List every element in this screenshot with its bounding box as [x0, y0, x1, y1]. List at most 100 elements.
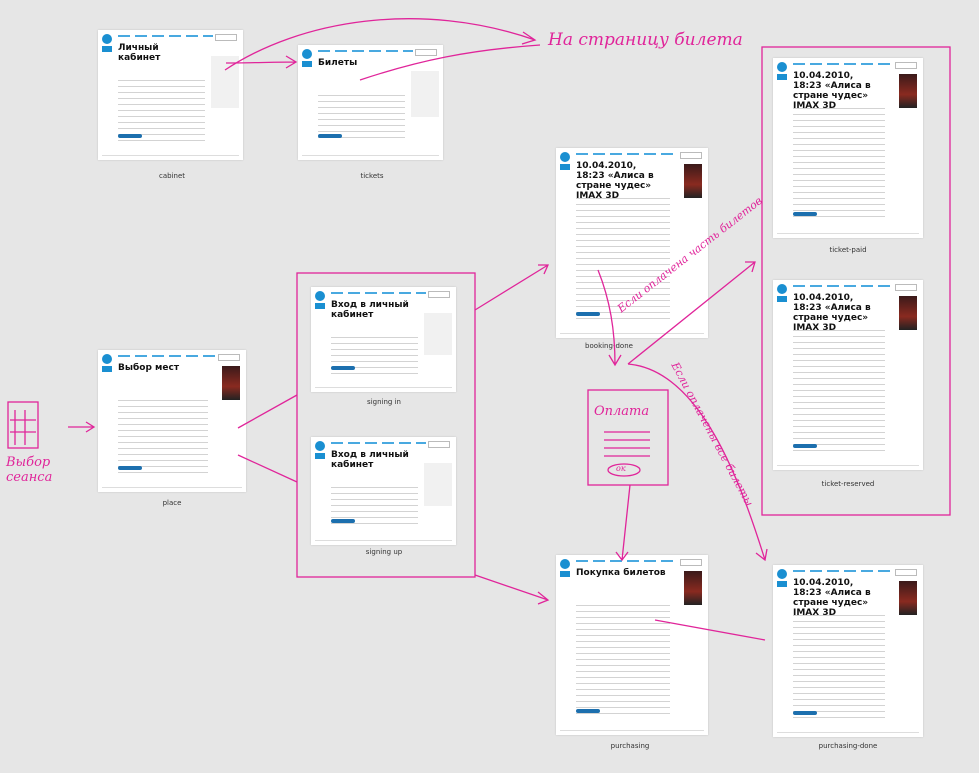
- nav-menu[interactable]: [118, 355, 216, 357]
- payment-sketch-ok-button: [607, 463, 641, 477]
- logo-icon: [777, 62, 787, 72]
- screen-ticket-paid: 10.04.2010, 18:23 «Алиса в стране чудес»…: [773, 58, 923, 238]
- screen-caption: place: [162, 499, 182, 507]
- nav-menu[interactable]: [331, 442, 426, 444]
- nav-menu[interactable]: [576, 153, 678, 155]
- footer: [777, 233, 919, 234]
- footer: [102, 155, 239, 156]
- footer: [777, 732, 919, 733]
- footer: [315, 387, 452, 388]
- search-input[interactable]: [680, 559, 702, 566]
- search-input[interactable]: [428, 291, 450, 298]
- screen-caption: booking-done: [585, 342, 633, 350]
- nav-menu[interactable]: [793, 63, 893, 65]
- page-title: Выбор мест: [118, 363, 180, 373]
- screen-cabinet: Личный кабинет: [98, 30, 243, 160]
- page-content: [576, 605, 670, 717]
- screen-caption: purchasing-done: [818, 742, 878, 750]
- footer: [315, 540, 452, 541]
- arrow-booking-to-payment: [597, 269, 622, 367]
- nav-menu[interactable]: [331, 292, 426, 294]
- search-input[interactable]: [218, 354, 240, 361]
- nav-menu[interactable]: [576, 560, 678, 562]
- footer: [102, 487, 242, 488]
- logo-badge: [560, 571, 570, 577]
- page-title: Вход в личный кабинет: [331, 300, 409, 320]
- arrow-partly-paid: [627, 261, 756, 365]
- sidebar: [411, 71, 439, 117]
- primary-button[interactable]: [118, 466, 142, 470]
- arrow-to-ticket-page: [224, 18, 537, 71]
- nav-menu[interactable]: [318, 50, 413, 52]
- page-title: 10.04.2010, 18:23 «Алиса в стране чудес»…: [576, 161, 654, 201]
- primary-button[interactable]: [331, 366, 355, 370]
- search-input[interactable]: [895, 284, 917, 291]
- page-title: Личный кабинет: [118, 43, 161, 63]
- search-input[interactable]: [895, 62, 917, 69]
- nav-menu[interactable]: [793, 570, 893, 572]
- page-title: 10.04.2010, 18:23 «Алиса в стране чудес»…: [793, 293, 871, 333]
- screen-caption: signing up: [365, 548, 403, 556]
- primary-button[interactable]: [331, 519, 355, 523]
- logo-icon: [315, 441, 325, 451]
- search-input[interactable]: [895, 569, 917, 576]
- logo-icon: [560, 152, 570, 162]
- page-content: [793, 330, 885, 452]
- screen-purchasing-done: 10.04.2010, 18:23 «Алиса в стране чудес»…: [773, 565, 923, 737]
- search-input[interactable]: [215, 34, 237, 41]
- screen-caption: ticket-paid: [829, 246, 867, 254]
- nav-menu[interactable]: [793, 285, 893, 287]
- arrow-cabinet-to-tickets: [225, 55, 298, 69]
- search-input[interactable]: [680, 152, 702, 159]
- movie-poster: [684, 164, 702, 198]
- screen-caption: signing in: [367, 398, 401, 406]
- screen-ticket-reserved: 10.04.2010, 18:23 «Алиса в стране чудес»…: [773, 280, 923, 470]
- logo-icon: [102, 34, 112, 44]
- search-input[interactable]: [428, 441, 450, 448]
- screen-signing-up: Вход в личный кабинет: [311, 437, 456, 545]
- arrow-tickets-to-ticket-page: [359, 44, 541, 81]
- logo-badge: [777, 581, 787, 587]
- primary-button[interactable]: [318, 134, 342, 138]
- screen-caption: purchasing: [610, 742, 650, 750]
- annotation-to-ticket-page: На страницу билета: [548, 30, 743, 50]
- logo-badge: [315, 453, 325, 459]
- screen-place: Выбор мест: [98, 350, 246, 492]
- footer: [560, 333, 704, 334]
- sidebar: [424, 463, 452, 507]
- arrow-place-to-signing-up: [237, 454, 298, 483]
- page-content: [118, 400, 208, 474]
- logo-icon: [560, 559, 570, 569]
- primary-button[interactable]: [118, 134, 142, 138]
- logo-badge: [777, 74, 787, 80]
- page-content: [576, 198, 670, 320]
- payment-sketch-lines: [604, 431, 650, 457]
- movie-poster: [899, 74, 917, 108]
- arrow-all-paid: [627, 363, 768, 562]
- movie-poster: [222, 366, 240, 400]
- logo-icon: [315, 291, 325, 301]
- logo-icon: [302, 49, 312, 59]
- payment-sketch-frame: [587, 389, 669, 486]
- sidebar: [424, 313, 452, 355]
- logo-badge: [102, 366, 112, 372]
- arrow-session-to-place: [68, 421, 96, 433]
- logo-icon: [102, 354, 112, 364]
- screen-purchasing: Покупка билетов: [556, 555, 708, 735]
- page-title: Покупка билетов: [576, 568, 666, 578]
- arrow-place-to-signing-in: [237, 394, 298, 429]
- primary-button[interactable]: [793, 711, 817, 715]
- primary-button[interactable]: [793, 212, 817, 216]
- page-title: Билеты: [318, 58, 358, 68]
- page-title: 10.04.2010, 18:23 «Алиса в стране чудес»…: [793, 71, 871, 111]
- primary-button[interactable]: [576, 709, 600, 713]
- page-content: [793, 615, 885, 719]
- annotation-ok: ок: [616, 464, 626, 473]
- nav-menu[interactable]: [118, 35, 213, 37]
- primary-button[interactable]: [576, 312, 600, 316]
- screen-tickets: Билеты: [298, 45, 443, 160]
- primary-button[interactable]: [793, 444, 817, 448]
- search-input[interactable]: [415, 49, 437, 56]
- signing-group-frame: [296, 272, 476, 578]
- annotation-payment: Оплата: [594, 404, 650, 419]
